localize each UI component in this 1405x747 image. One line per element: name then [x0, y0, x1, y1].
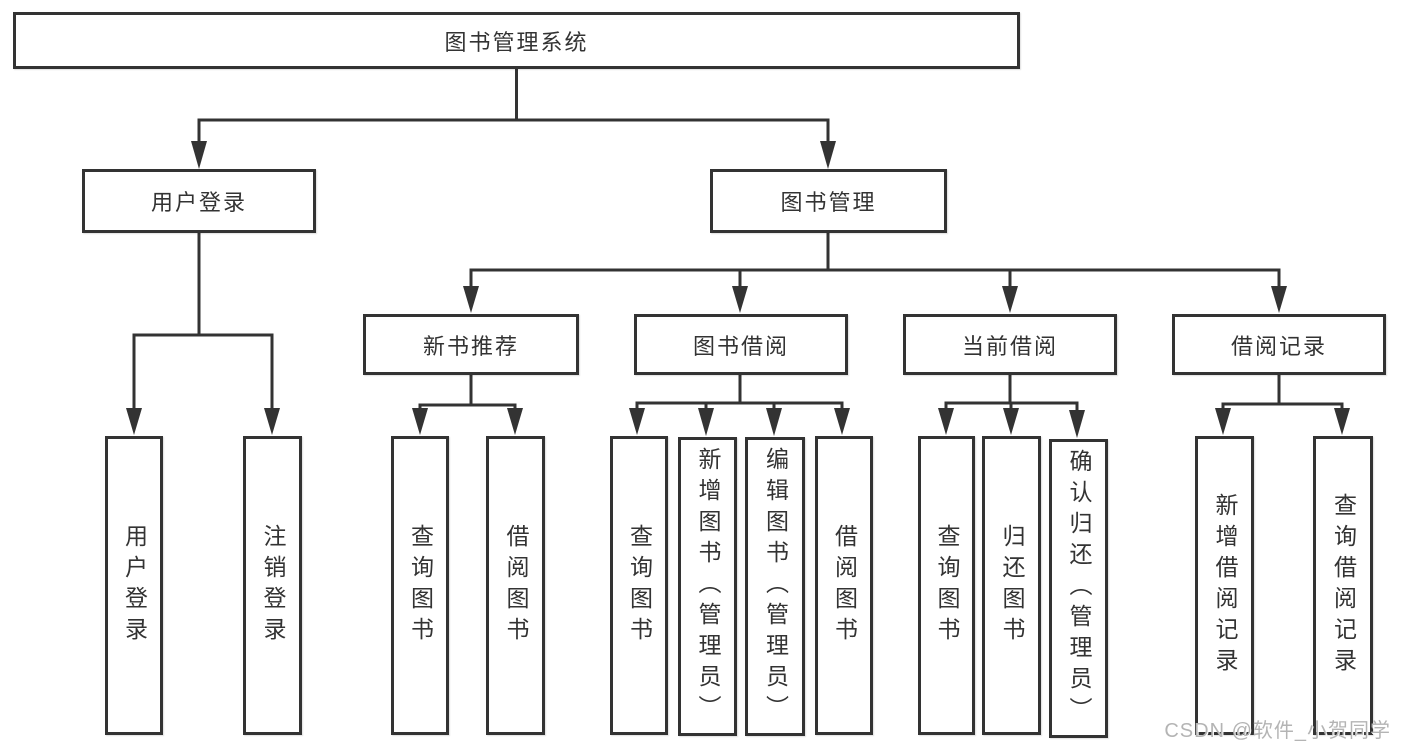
leaf-edit-book-admin: 编辑图书（管理员） — [745, 437, 805, 736]
node-borrowing-records: 借阅记录 — [1172, 314, 1386, 375]
leaf-query-books-borrow: 查询图书 — [610, 436, 668, 735]
node-book-management: 图书管理 — [710, 169, 947, 233]
watermark: CSDN @软件_小贺同学 — [1164, 720, 1391, 742]
leaf-borrow-books: 借阅图书 — [815, 436, 873, 735]
leaf-query-books-current: 查询图书 — [918, 436, 975, 735]
node-library-system: 图书管理系统 — [13, 12, 1020, 69]
leaf-add-book-admin: 新增图书（管理员） — [678, 437, 737, 736]
leaf-query-books-recommend: 查询图书 — [391, 436, 449, 735]
leaf-query-borrow-record: 查询借阅记录 — [1313, 436, 1373, 735]
leaf-user-login: 用户登录 — [105, 436, 163, 735]
node-new-book-recommendation: 新书推荐 — [363, 314, 579, 375]
leaf-add-borrow-record: 新增借阅记录 — [1195, 436, 1254, 735]
node-book-borrowing: 图书借阅 — [634, 314, 848, 375]
node-user-login: 用户登录 — [82, 169, 316, 233]
leaf-confirm-return-admin: 确认归还（管理员） — [1049, 439, 1108, 738]
leaf-logout: 注销登录 — [243, 436, 302, 735]
leaf-return-books: 归还图书 — [982, 436, 1041, 735]
node-current-borrowing: 当前借阅 — [903, 314, 1117, 375]
leaf-borrow-books-recommend: 借阅图书 — [486, 436, 545, 735]
